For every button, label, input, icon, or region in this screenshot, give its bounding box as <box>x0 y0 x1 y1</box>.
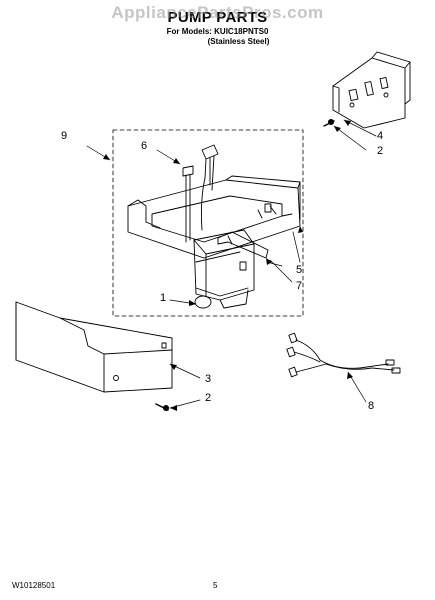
callout-7: 7 <box>296 280 303 292</box>
page-number: 5 <box>213 581 218 590</box>
mounting-bracket-part <box>332 51 411 129</box>
screw-lower-part <box>155 403 170 412</box>
callout-4: 4 <box>377 130 384 142</box>
callout-9: 9 <box>61 130 68 142</box>
callout-1: 1 <box>160 292 167 304</box>
model-info: For Models: KUIC18PNTS0 (Stainless Steel… <box>0 27 435 47</box>
finish-line: (Stainless Steel) <box>207 37 270 46</box>
page-title: PUMP PARTS <box>167 9 268 26</box>
callout-5: 5 <box>296 264 303 276</box>
leader-7b <box>269 259 293 283</box>
watermark: AppliancePartsPros.com <box>111 3 324 22</box>
models-line: For Models: KUIC18PNTS0 <box>166 27 269 36</box>
document-number: W10128501 <box>12 581 56 590</box>
wire-harness-part <box>286 332 401 378</box>
wire-connector-part <box>182 144 219 243</box>
callout-2-upper: 2 <box>377 145 384 157</box>
callout-6: 6 <box>141 140 148 152</box>
screw-upper-part <box>323 118 335 127</box>
callout-2-lower: 2 <box>205 392 212 404</box>
leader-5 <box>292 231 301 263</box>
callout-3: 3 <box>205 373 212 385</box>
assembly-outline <box>112 129 304 317</box>
leader-arrowheads <box>103 120 353 411</box>
leader-lines <box>86 119 377 409</box>
pump-motor-part <box>193 229 255 309</box>
pump-cover-part <box>15 301 173 393</box>
callout-8: 8 <box>368 400 375 412</box>
leader-2-upper <box>333 125 367 151</box>
pump-mounting-tray-part <box>127 175 301 259</box>
